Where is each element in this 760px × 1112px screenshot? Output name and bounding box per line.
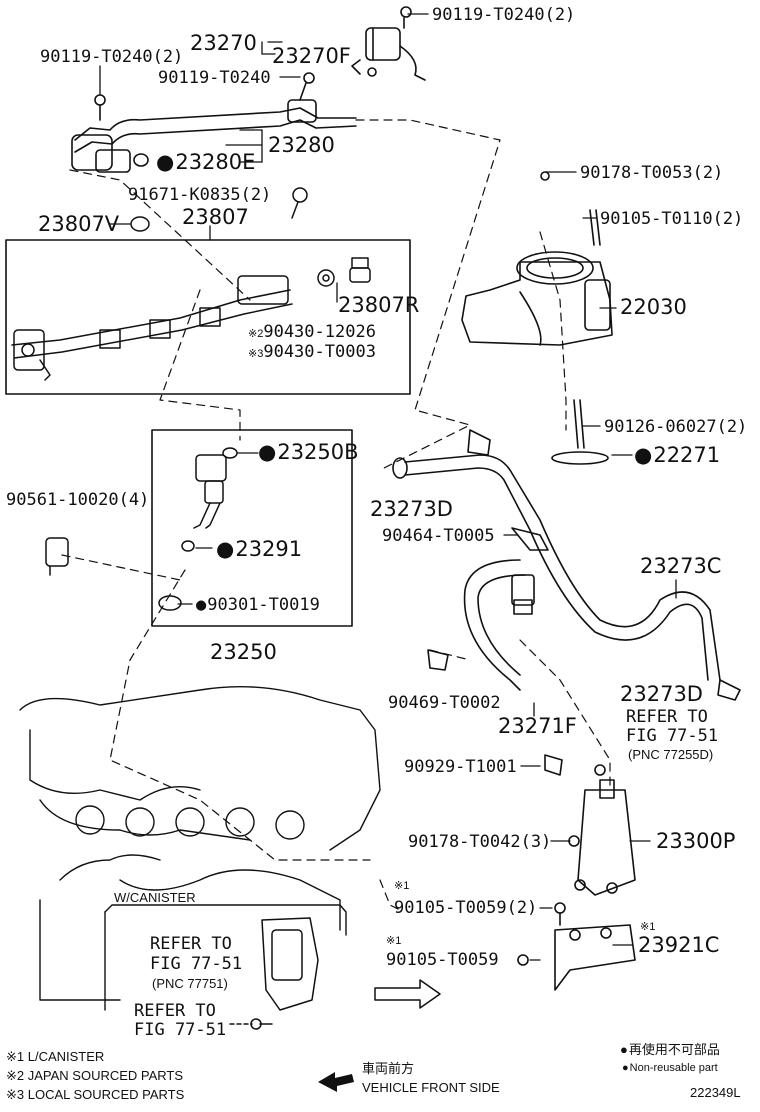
label-90301-T0019: 90301-T0019: [196, 596, 320, 614]
direction-arrow: [374, 979, 441, 1009]
vehicle-front-en: VEHICLE FRONT SIDE: [362, 1080, 500, 1095]
label-23280E: 23280E: [156, 151, 255, 173]
canister-bracket: [229, 917, 319, 1030]
mark-1-b: ※1: [640, 921, 656, 933]
label-23270: 23270: [190, 31, 257, 55]
label-90464-T0005: 90464-T0005: [382, 526, 495, 546]
mark-1-c: ※1: [386, 935, 402, 947]
label-22271: 22271: [634, 444, 720, 466]
label-23273D-lower: 23273D: [620, 682, 703, 706]
fuel-pipe-23280: [71, 72, 357, 173]
legend-local-sourced: ※3 LOCAL SOURCED PARTS: [6, 1087, 185, 1102]
bracket-23921C: [517, 924, 636, 991]
label-90430-T0003: ※390430-T0003: [248, 343, 376, 361]
label-90126-06027-2: 90126-06027(2): [604, 417, 748, 437]
label-90929-T1001: 90929-T1001: [404, 757, 517, 777]
legend-l-canister: ※1 L/CANISTER: [6, 1049, 105, 1064]
label-90561-10020-4: 90561-10020(4): [6, 490, 150, 510]
refer-to-bottom[interactable]: REFER TO: [134, 1001, 216, 1021]
fig-77-51-c[interactable]: FIG 77-51: [134, 1020, 227, 1040]
label-23807: 23807: [182, 205, 249, 229]
label-90105-T0110-2: 90105-T0110(2): [600, 209, 744, 229]
mark-3: ※3: [248, 348, 264, 360]
injector-box: [151, 429, 353, 627]
label-90430-12026: ※290430-12026: [248, 323, 376, 341]
pressure-damper-23270: [351, 6, 426, 81]
hoses: [392, 429, 741, 701]
label-90119-T0240-2-top: 90119-T0240(2): [432, 5, 576, 25]
delivery-pipe-23807: [11, 187, 371, 381]
label-23250B: 23250B: [258, 441, 358, 463]
refer-to-77255d[interactable]: REFER TO: [626, 707, 708, 727]
label-23807V: 23807V: [38, 212, 120, 236]
label-23271F: 23271F: [498, 714, 577, 738]
label-90105-T0059-2: 90105-T0059(2): [394, 898, 538, 918]
label-23291: 23291: [216, 538, 302, 560]
pnc-77751: (PNC 77751): [152, 976, 228, 991]
throttle-body-22030: [461, 171, 613, 465]
engine-block-outline: [19, 685, 381, 1001]
delivery-pipe-box: [5, 239, 411, 395]
label-90119-T0240-2-left: 90119-T0240(2): [40, 47, 184, 67]
dashed-connections: [61, 119, 611, 911]
mark-1-a: ※1: [394, 880, 410, 892]
vsv-23300P: [544, 754, 636, 926]
leader-lines: [99, 13, 677, 961]
legend-japan-sourced: ※2 JAPAN SOURCED PARTS: [6, 1068, 184, 1083]
label-90178-T0053-2: 90178-T0053(2): [580, 163, 724, 183]
w-canister-label: W/CANISTER: [114, 890, 196, 905]
vehicle-front-jp: 車両前方: [362, 1061, 415, 1076]
injector-23250: [158, 447, 238, 611]
refer-to-77751[interactable]: REFER TO: [150, 934, 232, 954]
label-23921C: 23921C: [638, 933, 720, 957]
label-23270F: 23270F: [272, 44, 351, 68]
label-23273D-upper: 23273D: [370, 497, 453, 521]
w-canister-box: [104, 904, 347, 1011]
figure-id: 222349L: [690, 1085, 741, 1100]
label-91671-K0835-2: 91671-K0835(2): [128, 185, 272, 205]
label-90119-T0240: 90119-T0240: [158, 68, 271, 88]
mark-2: ※2: [248, 328, 264, 340]
label-23250: 23250: [210, 640, 277, 664]
label-23273C: 23273C: [640, 554, 722, 578]
non-reusable-jp: 再使用不可部品: [620, 1043, 720, 1057]
plug-90561: [45, 537, 69, 576]
fig-77-51-b[interactable]: FIG 77-51: [150, 954, 243, 974]
text-90430-12026: 90430-12026: [263, 322, 376, 342]
label-23280: 23280: [268, 133, 335, 157]
text-90430-T0003: 90430-T0003: [263, 342, 376, 362]
pnc-77255d: (PNC 77255D): [628, 747, 714, 762]
label-23300P: 23300P: [656, 829, 736, 853]
label-90178-T0042-3: 90178-T0042(3): [408, 832, 552, 852]
label-90105-T0059: 90105-T0059: [386, 950, 499, 970]
label-90469-T0002: 90469-T0002: [388, 693, 501, 713]
fig-77-51-a[interactable]: FIG 77-51: [626, 726, 719, 746]
vehicle-front-arrow: [318, 1072, 354, 1092]
label-22030: 22030: [620, 295, 687, 319]
label-23807R: 23807R: [338, 293, 420, 317]
non-reusable-en: Non-reusable part: [622, 1062, 718, 1074]
